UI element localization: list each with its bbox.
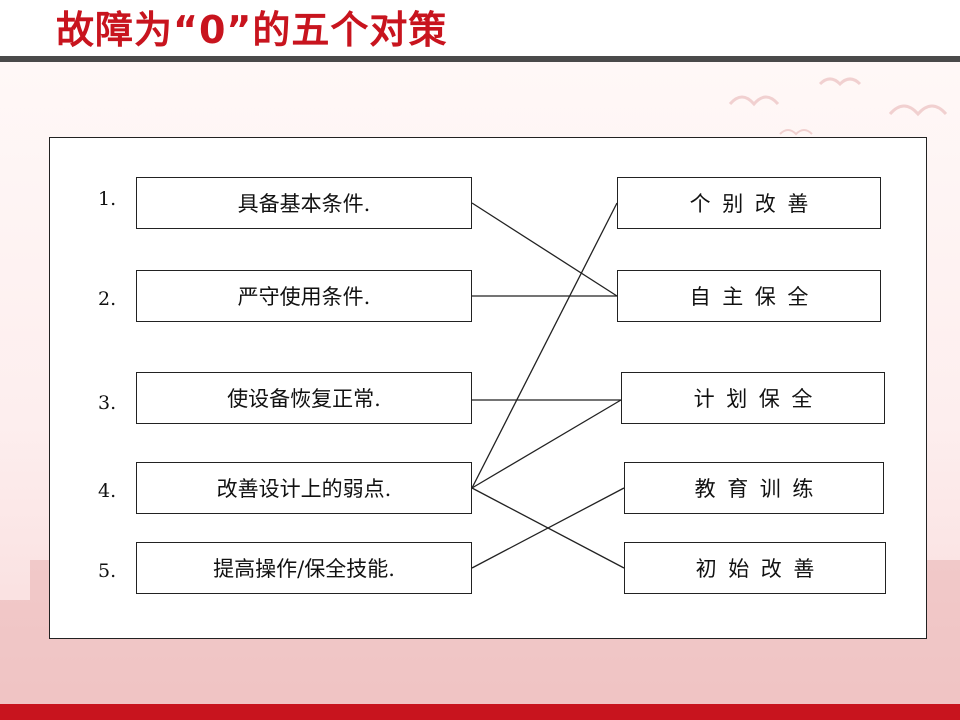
left-box-label: 改善设计上的弱点. [216,477,392,501]
left-box-design-weakness: 改善设计上的弱点. [136,462,472,514]
left-box-skills: 提高操作/保全技能. [136,542,472,594]
left-box-label: 使设备恢复正常. [227,387,381,411]
left-box-usage-conditions: 严守使用条件. [136,270,472,322]
right-box-label: 计划保全 [693,387,824,411]
right-box-planned-maintenance: 计划保全 [621,372,885,424]
birds-decoration [728,77,948,136]
right-box-self-maintenance: 自主保全 [617,270,881,322]
item-number-5: 5. [98,560,117,582]
item-number-2: 2. [98,288,117,310]
right-box-education-training: 教育训练 [624,462,884,514]
right-box-label: 初始改善 [695,557,826,581]
right-box-individual-improvement: 个别改善 [617,177,881,229]
item-number-4: 4. [98,480,117,502]
bottom-accent-bar [0,704,960,720]
right-box-initial-improvement: 初始改善 [624,542,886,594]
left-box-label: 提高操作/保全技能. [213,557,395,581]
right-box-label: 教育训练 [694,477,825,501]
title-divider [0,56,960,62]
right-box-label: 个别改善 [689,192,820,216]
left-box-basic-conditions: 具备基本条件. [136,177,472,229]
slide-title: 故障为“0”的五个对策 [56,8,448,52]
left-box-restore-equipment: 使设备恢复正常. [136,372,472,424]
left-box-label: 严守使用条件. [237,285,371,309]
item-number-3: 3. [98,392,117,414]
item-number-1: 1. [98,188,117,210]
left-box-label: 具备基本条件. [237,192,371,216]
right-box-label: 自主保全 [689,285,820,309]
